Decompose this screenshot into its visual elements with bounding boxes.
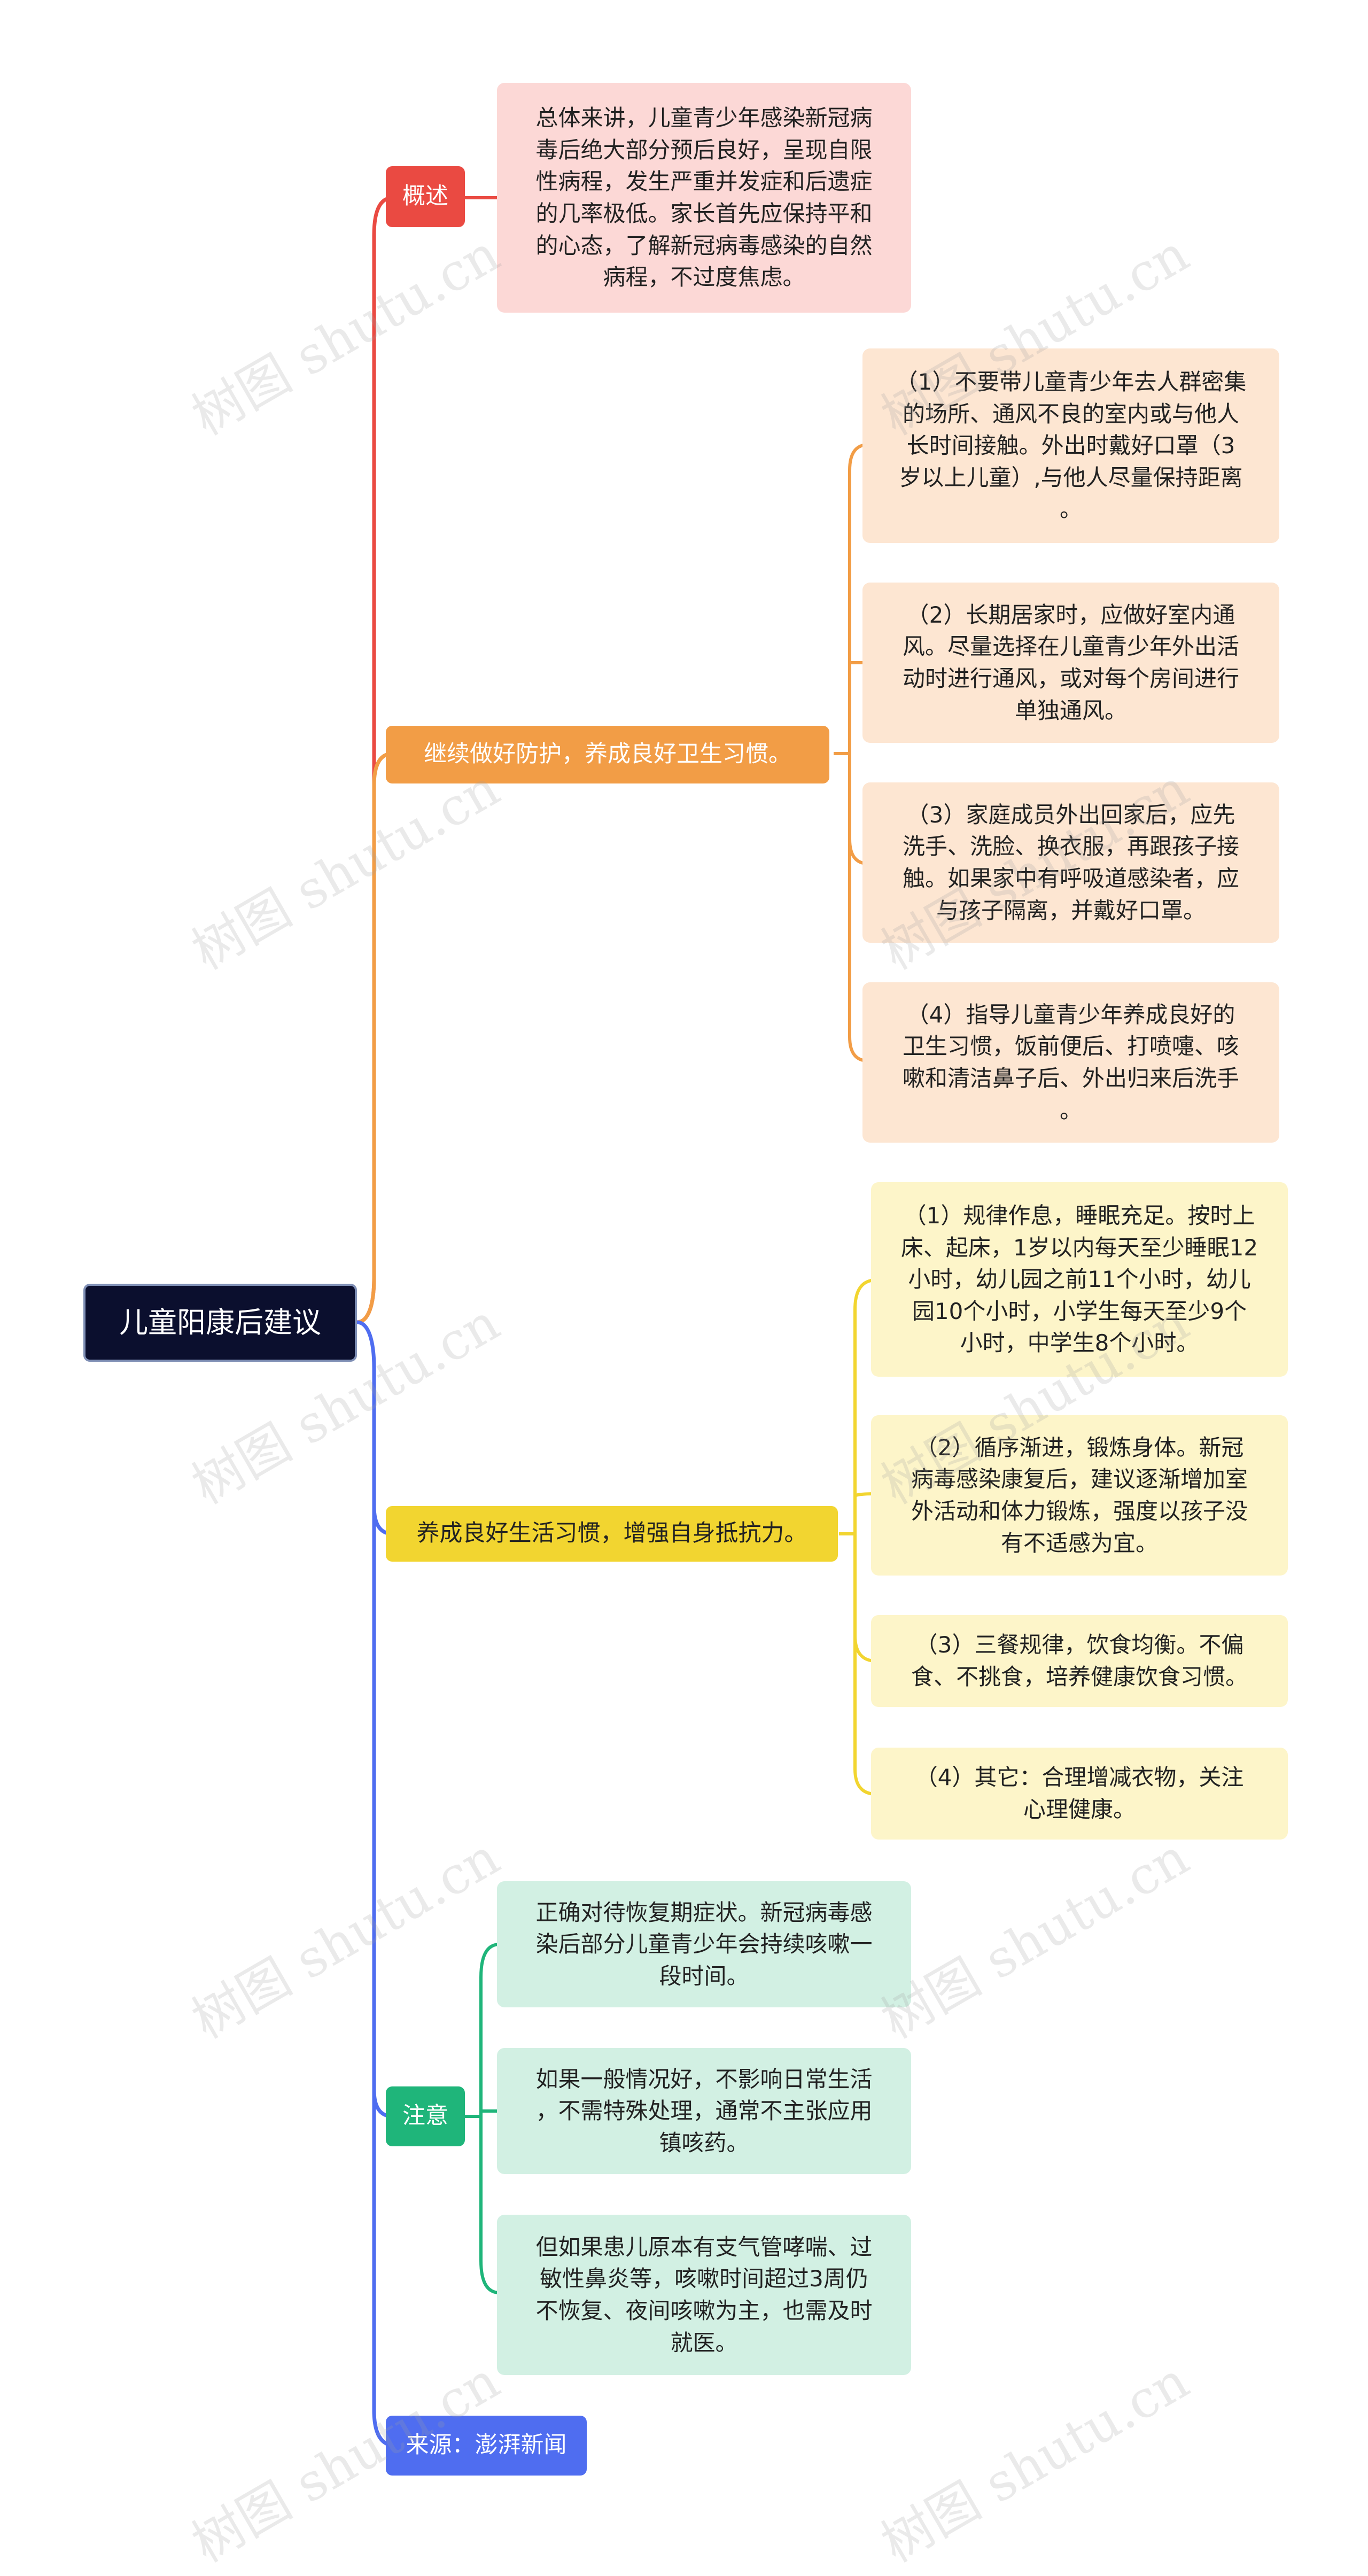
branch-protection-hygiene[interactable]: 继续做好防护，养成良好卫生习惯。	[386, 726, 829, 783]
source-label[interactable]: 来源：澎湃新闻	[386, 2416, 587, 2476]
lifestyle-item-2[interactable]: （2）循序渐进，锻炼身体。新冠 病毒感染康复后，建议逐渐增加室 外活动和体力锻炼…	[871, 1415, 1288, 1576]
notes-item-2[interactable]: 如果一般情况好，不影响日常生活 ，不需特殊处理，通常不主张应用 镇咳药。	[497, 2048, 911, 2174]
branch-overview[interactable]: 概述	[386, 166, 465, 227]
root-node[interactable]: 儿童阳康后建议	[83, 1284, 357, 1362]
protection-item-4[interactable]: （4）指导儿童青少年养成良好的 卫生习惯，饭前便后、打喷嚏、咳 嗽和清洁鼻子后、…	[862, 982, 1279, 1143]
lifestyle-item-3[interactable]: （3）三餐规律，饮食均衡。不偏 食、不挑食，培养健康饮食习惯。	[871, 1615, 1288, 1707]
branch-notes[interactable]: 注意	[386, 2086, 465, 2146]
notes-item-3[interactable]: 但如果患儿原本有支气管哮喘、过 敏性鼻炎等，咳嗽时间超过3周仍 不恢复、夜间咳嗽…	[497, 2215, 911, 2375]
overview-detail[interactable]: 总体来讲，儿童青少年感染新冠病 毒后绝大部分预后良好，呈现自限 性病程，发生严重…	[497, 83, 911, 313]
notes-item-1[interactable]: 正确对待恢复期症状。新冠病毒感 染后部分儿童青少年会持续咳嗽一 段时间。	[497, 1881, 911, 2007]
lifestyle-item-4[interactable]: （4）其它：合理增减衣物，关注 心理健康。	[871, 1748, 1288, 1840]
lifestyle-item-1[interactable]: （1）规律作息，睡眠充足。按时上 床、起床，1岁以内每天至少睡眠12 小时，幼儿…	[871, 1182, 1288, 1377]
protection-item-3[interactable]: （3）家庭成员外出回家后，应先 洗手、洗脸、换衣服，再跟孩子接 触。如果家中有呼…	[862, 782, 1279, 943]
protection-item-2[interactable]: （2）长期居家时，应做好室内通 风。尽量选择在儿童青少年外出活 动时进行通风，或…	[862, 583, 1279, 743]
protection-item-1[interactable]: （1）不要带儿童青少年去人群密集 的场所、通风不良的室内或与他人 长时间接触。外…	[862, 348, 1279, 543]
branch-lifestyle-immunity[interactable]: 养成良好生活习惯，增强自身抵抗力。	[386, 1506, 838, 1562]
